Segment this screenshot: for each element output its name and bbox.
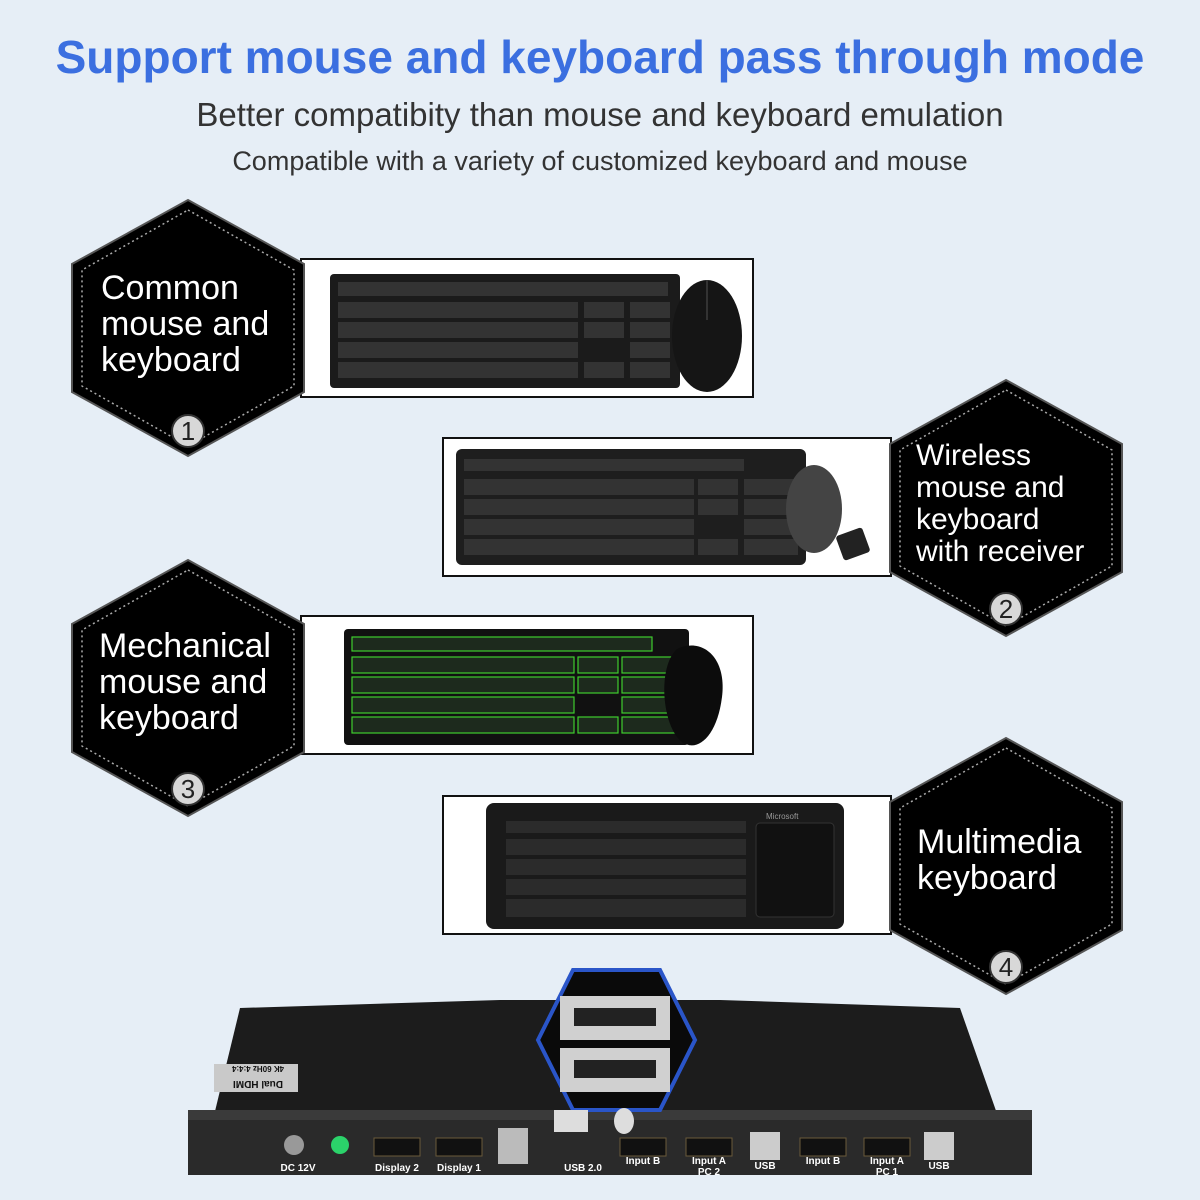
port-label-usb-pc2: USB	[754, 1161, 776, 1172]
keyboard-photo-common	[300, 258, 754, 398]
hex-label-mechanical: Mechanical mouse and keyboard	[99, 627, 271, 737]
port-label-display-1: Display 1	[437, 1163, 481, 1174]
hdmi-port-pc2-input-a	[685, 1137, 733, 1157]
port-label-pc2: PC 2	[697, 1167, 721, 1178]
keyboard-photo-wireless	[442, 437, 892, 577]
hex-badge-multimedia: Multimedia keyboard 4	[886, 736, 1126, 996]
hex-label-common: Common mouse and keyboard	[101, 269, 270, 379]
hex-number-1: 1	[171, 414, 205, 448]
page-subtitle-2: Compatible with a variety of customized …	[232, 146, 968, 176]
device-badge-2: 4K 60Hz 4:4:4	[231, 1064, 285, 1073]
hex-label-multimedia: Multimedia keyboard	[917, 823, 1082, 897]
brand-label: Microsoft	[766, 812, 799, 821]
hex-badge-common: Common mouse and keyboard 1	[68, 198, 308, 458]
hex-label-wireless: Wireless mouse and keyboard with receive…	[916, 439, 1085, 568]
keyboard-photo-mechanical	[300, 615, 754, 755]
page-title: Support mouse and keyboard pass through …	[55, 31, 1145, 83]
hdmi-port-display-1	[435, 1137, 483, 1157]
port-label-pc1-input-b: Input B	[805, 1156, 841, 1167]
device-badge: Dual HDMI	[233, 1078, 283, 1089]
kvm-switch-device: Dual HDMI 4K 60Hz 4:4:4 DC 12V Display 2…	[180, 960, 1040, 1200]
hdmi-port-pc1-input-b	[799, 1137, 847, 1157]
hex-number-4: 4	[989, 950, 1023, 984]
port-label-display-2: Display 2	[375, 1163, 419, 1174]
hex-number-2: 2	[989, 592, 1023, 626]
port-label-pc1: PC 1	[875, 1167, 899, 1178]
page-subtitle: Better compatibity than mouse and keyboa…	[196, 96, 1004, 133]
keyboard-photo-multimedia: Microsoft	[442, 795, 892, 935]
port-label-usb-pc1: USB	[928, 1161, 950, 1172]
hex-badge-wireless: Wireless mouse and keyboard with receive…	[886, 378, 1126, 638]
port-label-dc: DC 12V	[280, 1163, 316, 1174]
hex-badge-mechanical: Mechanical mouse and keyboard 3	[68, 558, 308, 818]
hex-number-3: 3	[171, 772, 205, 806]
hdmi-port-pc2-input-b	[619, 1137, 667, 1157]
port-label-pc2-input-b: Input B	[625, 1156, 661, 1167]
port-label-pc1-input-a: Input A	[869, 1156, 905, 1167]
hdmi-port-pc1-input-a	[863, 1137, 911, 1157]
hdmi-port-display-2	[373, 1137, 421, 1157]
port-label-pc2-input-a: Input A	[691, 1156, 727, 1167]
port-label-usb20: USB 2.0	[564, 1163, 602, 1174]
